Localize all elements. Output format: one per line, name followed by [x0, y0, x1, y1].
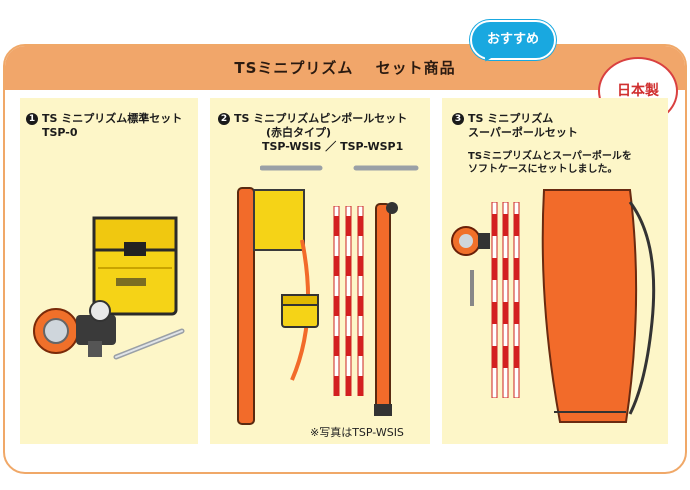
pin-image — [113, 328, 185, 360]
pin-image — [470, 270, 474, 306]
panel-3-subtitle: スーパーポールセット — [468, 126, 578, 139]
panel-3-desc-line1: TSミニプリズムとスーパーポールを — [468, 151, 632, 162]
panel-2-models: TSP-WSIS ／ TSP-WSP1 — [262, 140, 404, 153]
panel-2-number: 2 — [218, 113, 230, 125]
pole-image — [333, 206, 364, 396]
page-title: TSミニプリズム セット商品 — [234, 59, 456, 77]
case-image — [374, 202, 398, 416]
panel-2-photo-note: ※写真はTSP-WSIS — [310, 426, 404, 439]
case-image — [541, 189, 656, 423]
pouch-image — [281, 294, 319, 328]
pin-image — [260, 165, 419, 171]
panel-3-number: 3 — [452, 113, 464, 125]
panel-1-model: TSP-0 — [42, 126, 78, 139]
panel-1-number: 1 — [26, 113, 38, 125]
pouch-image — [92, 216, 178, 316]
case-image — [237, 187, 311, 425]
panel-2-subtitle: (赤白タイプ) — [266, 126, 332, 139]
recommend-badge: おすすめ — [470, 20, 556, 60]
pole-image — [491, 202, 520, 398]
prism-image — [451, 226, 490, 256]
header-band — [5, 46, 685, 90]
prism-image — [33, 300, 116, 357]
panel-3-desc-line2: ソフトケースにセットしました。 — [468, 164, 618, 175]
